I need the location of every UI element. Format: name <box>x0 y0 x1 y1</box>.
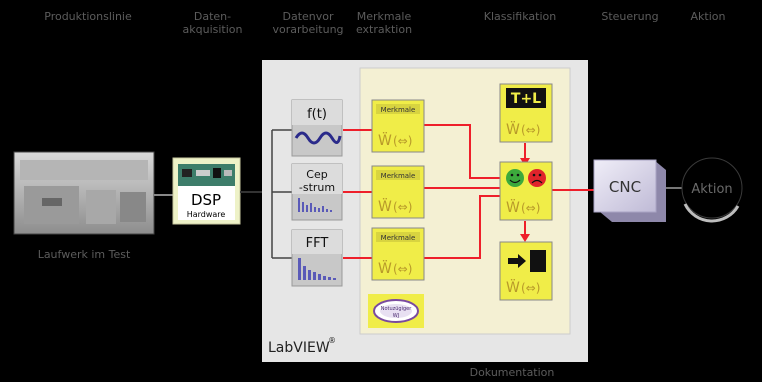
svg-text:Ẅ: Ẅ <box>506 198 520 216</box>
caption-dokumentation: Dokumentation <box>470 366 555 379</box>
svg-text:(⇔): (⇔) <box>393 200 412 214</box>
signal-lines <box>343 124 594 259</box>
feature-box-3: Ẅ (⇔) <box>371 227 425 281</box>
feature-box-1: Ẅ (⇔) <box>371 99 425 153</box>
svg-text:(⇔): (⇔) <box>521 281 540 295</box>
labview-badge <box>368 294 424 328</box>
svg-text:Ẅ: Ẅ <box>378 197 392 215</box>
labview-label: LabVIEW <box>268 340 330 356</box>
classifier-output-box: Ẅ (⇔) <box>499 241 553 301</box>
aktion-circle <box>681 157 743 223</box>
svg-text:(⇔): (⇔) <box>393 134 412 148</box>
header-produktionslinie: Produktionslinie <box>44 10 132 23</box>
preproc-fft-box <box>291 229 343 287</box>
laufwerk-photo <box>13 151 155 235</box>
dsp-subtitle: Hardware <box>187 210 226 219</box>
svg-text:Ẅ: Ẅ <box>506 278 520 296</box>
preproc-cepstrum-box <box>291 163 343 221</box>
header-datenakquisition: Daten- akquisition <box>182 10 243 36</box>
fft-label: FFT <box>306 236 329 251</box>
stop-square-icon <box>530 250 546 272</box>
preproc-ft-box <box>291 99 343 157</box>
cnc-box <box>593 159 666 222</box>
aktion-label: Aktion <box>691 182 732 197</box>
svg-text:Ẅ: Ẅ <box>378 131 392 149</box>
cnc-label: CNC <box>609 178 641 196</box>
header-merkmalsextraktion: Merkmale extraktion <box>355 10 413 36</box>
svg-text:(⇔): (⇔) <box>521 123 540 137</box>
classifier-tl-box: Ẅ (⇔) <box>499 83 553 143</box>
happy-face-icon <box>506 169 524 187</box>
svg-text:(⇔): (⇔) <box>393 262 412 276</box>
feature-label-2: Merkmale <box>381 172 416 180</box>
arrow-down-icon <box>520 234 530 242</box>
labview-registered-mark: ® <box>328 336 336 345</box>
cepstrum-label-2: -strum <box>299 181 335 194</box>
ft-label: f(t) <box>307 107 327 122</box>
header-aktion: Aktion <box>690 10 726 23</box>
header-klassifikation: Klassifikation <box>483 10 557 23</box>
cepstrum-label-1: Cep <box>306 168 327 181</box>
input-bracket <box>271 129 292 259</box>
svg-text:Ẅ: Ẅ <box>378 259 392 277</box>
caption-laufwerk: Laufwerk im Test <box>38 248 131 261</box>
tl-label: T+L <box>511 91 541 107</box>
header-steuerung: Steuerung <box>601 10 659 23</box>
svg-text:WJ: WJ <box>393 313 399 319</box>
header-datenvorverarbeitung: Datenvor vorarbeitung <box>272 10 344 36</box>
feature-label-3: Merkmale <box>381 234 416 242</box>
arrow-right-icon <box>508 254 526 268</box>
dsp-title: DSP <box>191 191 221 209</box>
badge-text: Notuzügiger <box>381 306 413 312</box>
dsp-hardware-box <box>172 157 241 225</box>
svg-text:(⇔): (⇔) <box>521 201 540 215</box>
feature-box-2: Ẅ (⇔) <box>371 165 425 219</box>
sad-face-icon <box>528 169 546 187</box>
classifier-decision-box: Ẅ (⇔) <box>499 161 553 221</box>
feature-label-1: Merkmale <box>381 106 416 114</box>
svg-text:Ẅ: Ẅ <box>506 120 520 138</box>
